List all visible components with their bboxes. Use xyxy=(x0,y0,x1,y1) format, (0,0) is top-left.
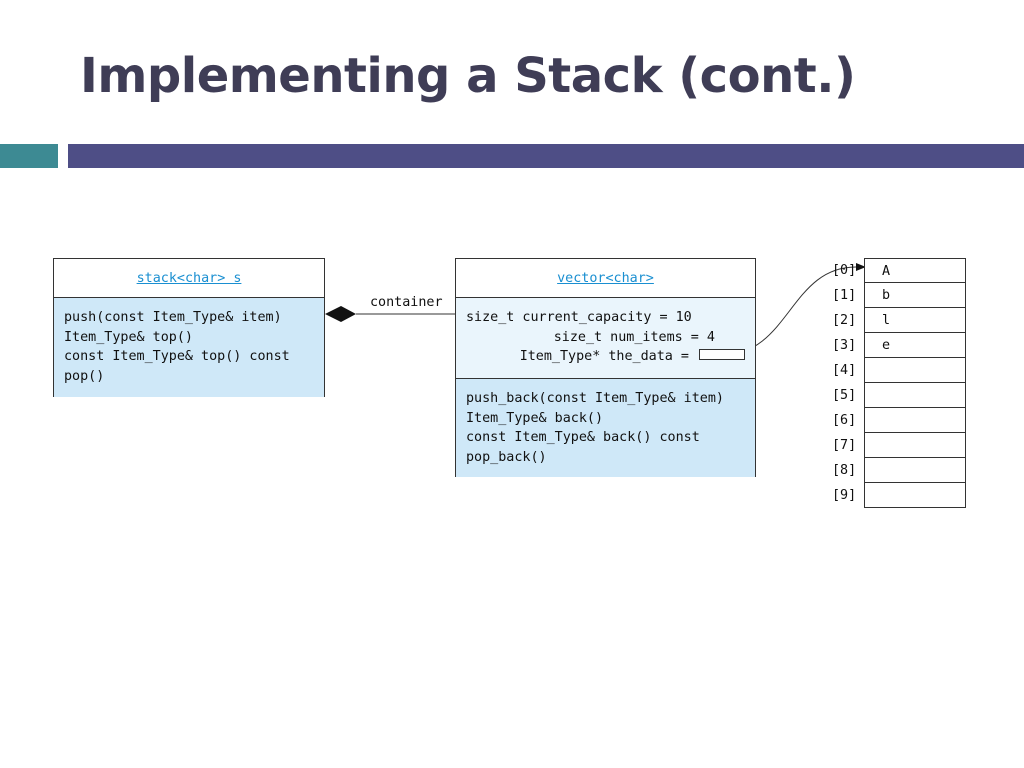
array-index: [9] xyxy=(832,488,857,503)
composition-diamond-icon xyxy=(325,306,356,322)
array-index: [2] xyxy=(832,313,857,328)
stack-method: Item_Type& top() xyxy=(64,329,193,345)
stack-methods: push(const Item_Type& item) Item_Type& t… xyxy=(54,298,324,397)
array-cell: l xyxy=(864,308,966,333)
vector-class-name: vector<char> xyxy=(557,270,654,286)
array-index: [7] xyxy=(832,438,857,453)
vector-method: Item_Type& back() xyxy=(466,410,604,426)
array-row: [8] xyxy=(832,458,967,483)
array-row: [2] l xyxy=(832,308,967,333)
stack-class-name: stack<char> s xyxy=(136,270,242,286)
array-cell xyxy=(864,433,966,458)
array-row: [1] b xyxy=(832,283,967,308)
array-cell: A xyxy=(864,258,966,283)
array-index: [8] xyxy=(832,463,857,478)
array-cell xyxy=(864,458,966,483)
vector-method: pop_back() xyxy=(466,449,547,465)
array-cell xyxy=(864,383,966,408)
array-index: [6] xyxy=(832,413,857,428)
array-index: [5] xyxy=(832,388,857,403)
stack-method: push(const Item_Type& item) xyxy=(64,310,282,325)
pointer-field-box xyxy=(699,349,745,360)
array-row: [4] xyxy=(832,358,967,383)
vector-class-box: vector<char> size_t current_capacity = 1… xyxy=(455,258,756,477)
vector-field: size_t current_capacity = 10 xyxy=(466,310,692,325)
array-cell xyxy=(864,358,966,383)
array-index: [4] xyxy=(832,363,857,378)
array-row: [0] A xyxy=(832,258,967,283)
array-cell xyxy=(864,408,966,433)
array-row: [5] xyxy=(832,383,967,408)
stack-method: const Item_Type& top() const xyxy=(64,349,290,364)
slide-title: Implementing a Stack (cont.) xyxy=(80,48,856,104)
array-index: [1] xyxy=(832,288,857,303)
array-row: [7] xyxy=(832,433,967,458)
vector-methods: push_back(const Item_Type& item) Item_Ty… xyxy=(456,378,755,477)
array-index: [3] xyxy=(832,338,857,353)
vector-fields: size_t current_capacity = 10 size_t num_… xyxy=(456,298,755,378)
array-cell: e xyxy=(864,333,966,358)
array-cell: b xyxy=(864,283,966,308)
array-row: [3] e xyxy=(832,333,967,358)
vector-field: Item_Type* the_data = xyxy=(519,349,689,364)
vector-method: const Item_Type& back() const xyxy=(466,430,700,445)
accent-bar-left xyxy=(0,144,58,168)
vector-field: size_t num_items = 4 xyxy=(553,329,715,345)
stack-class-box: stack<char> s push(const Item_Type& item… xyxy=(53,258,325,397)
vector-method: push_back(const Item_Type& item) xyxy=(466,391,724,406)
array-row: [6] xyxy=(832,408,967,433)
array-index: [0] xyxy=(832,263,857,278)
array-cell xyxy=(864,483,966,508)
array-row: [9] xyxy=(832,483,967,508)
stack-method: pop() xyxy=(64,368,105,384)
accent-bar-right xyxy=(68,144,1024,168)
arrowhead-icon xyxy=(856,263,866,271)
association-label: container xyxy=(370,295,443,310)
